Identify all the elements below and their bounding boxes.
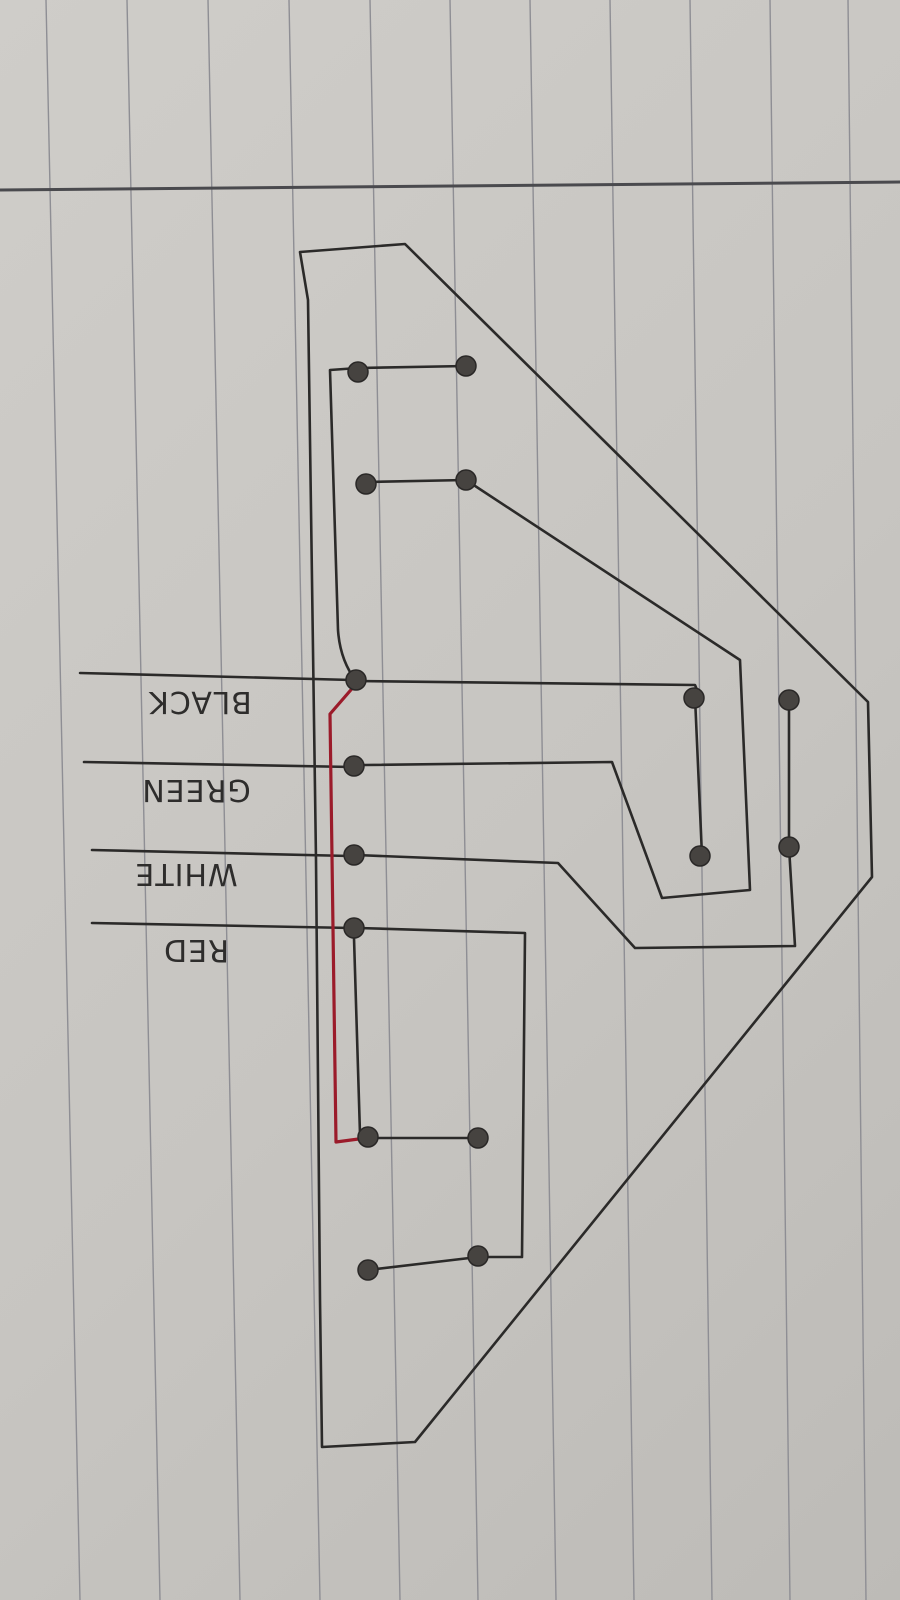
ruled-line [449, 0, 479, 1600]
solder-pad [467, 1245, 489, 1267]
green-wire [82, 760, 354, 769]
trace-red-loop [356, 926, 527, 1259]
solder-pad [357, 1126, 379, 1148]
black-label: BLACK [148, 684, 252, 719]
solder-pad [778, 689, 800, 711]
solder-pad [343, 844, 365, 866]
solder-pad [343, 755, 365, 777]
white-wire [90, 848, 352, 858]
wire-labels: BLACK GREEN WHITE RED [134, 684, 251, 967]
pickguard-outline [298, 242, 874, 1449]
ruled-lines [45, 0, 867, 1600]
ruled-line [609, 0, 635, 1600]
solder-pads [343, 355, 800, 1281]
black-wire [78, 671, 354, 682]
trace-left-jumper [693, 695, 704, 858]
trace-pair-2 [364, 478, 468, 484]
solder-pad [455, 355, 477, 377]
ruled-line [369, 0, 401, 1600]
red-label: RED [163, 932, 229, 967]
trace-upper-loop [328, 364, 468, 683]
solder-pad [357, 1259, 379, 1281]
trace-white-loop [354, 845, 797, 950]
trace-outer-loop [363, 478, 752, 900]
trace-red-drop [352, 936, 362, 1136]
solder-pad [455, 469, 477, 491]
red-jumper-line [328, 682, 368, 1144]
traces [328, 364, 797, 1272]
ruled-line [689, 0, 713, 1600]
solder-pad [778, 836, 800, 858]
solder-pad [683, 687, 705, 709]
white-label: WHITE [134, 856, 237, 891]
wire-leads [78, 671, 354, 930]
ruled-line [288, 0, 321, 1600]
trace-black-bus [354, 679, 702, 699]
solder-pad [347, 361, 369, 383]
ruled-line [126, 0, 161, 1600]
solder-pad [343, 917, 365, 939]
solder-pad [355, 473, 377, 495]
ruled-line [529, 0, 557, 1600]
margin-line [0, 180, 900, 192]
solder-pad [467, 1127, 489, 1149]
ruled-line [847, 0, 867, 1600]
solder-pad [689, 845, 711, 867]
trace-lower-pair-2 [366, 1255, 480, 1272]
red-wire [90, 921, 354, 930]
ruled-line [769, 0, 791, 1600]
green-label: GREEN [141, 772, 250, 807]
solder-pad [345, 669, 367, 691]
ruled-line [207, 0, 241, 1600]
ruled-line [45, 0, 81, 1600]
